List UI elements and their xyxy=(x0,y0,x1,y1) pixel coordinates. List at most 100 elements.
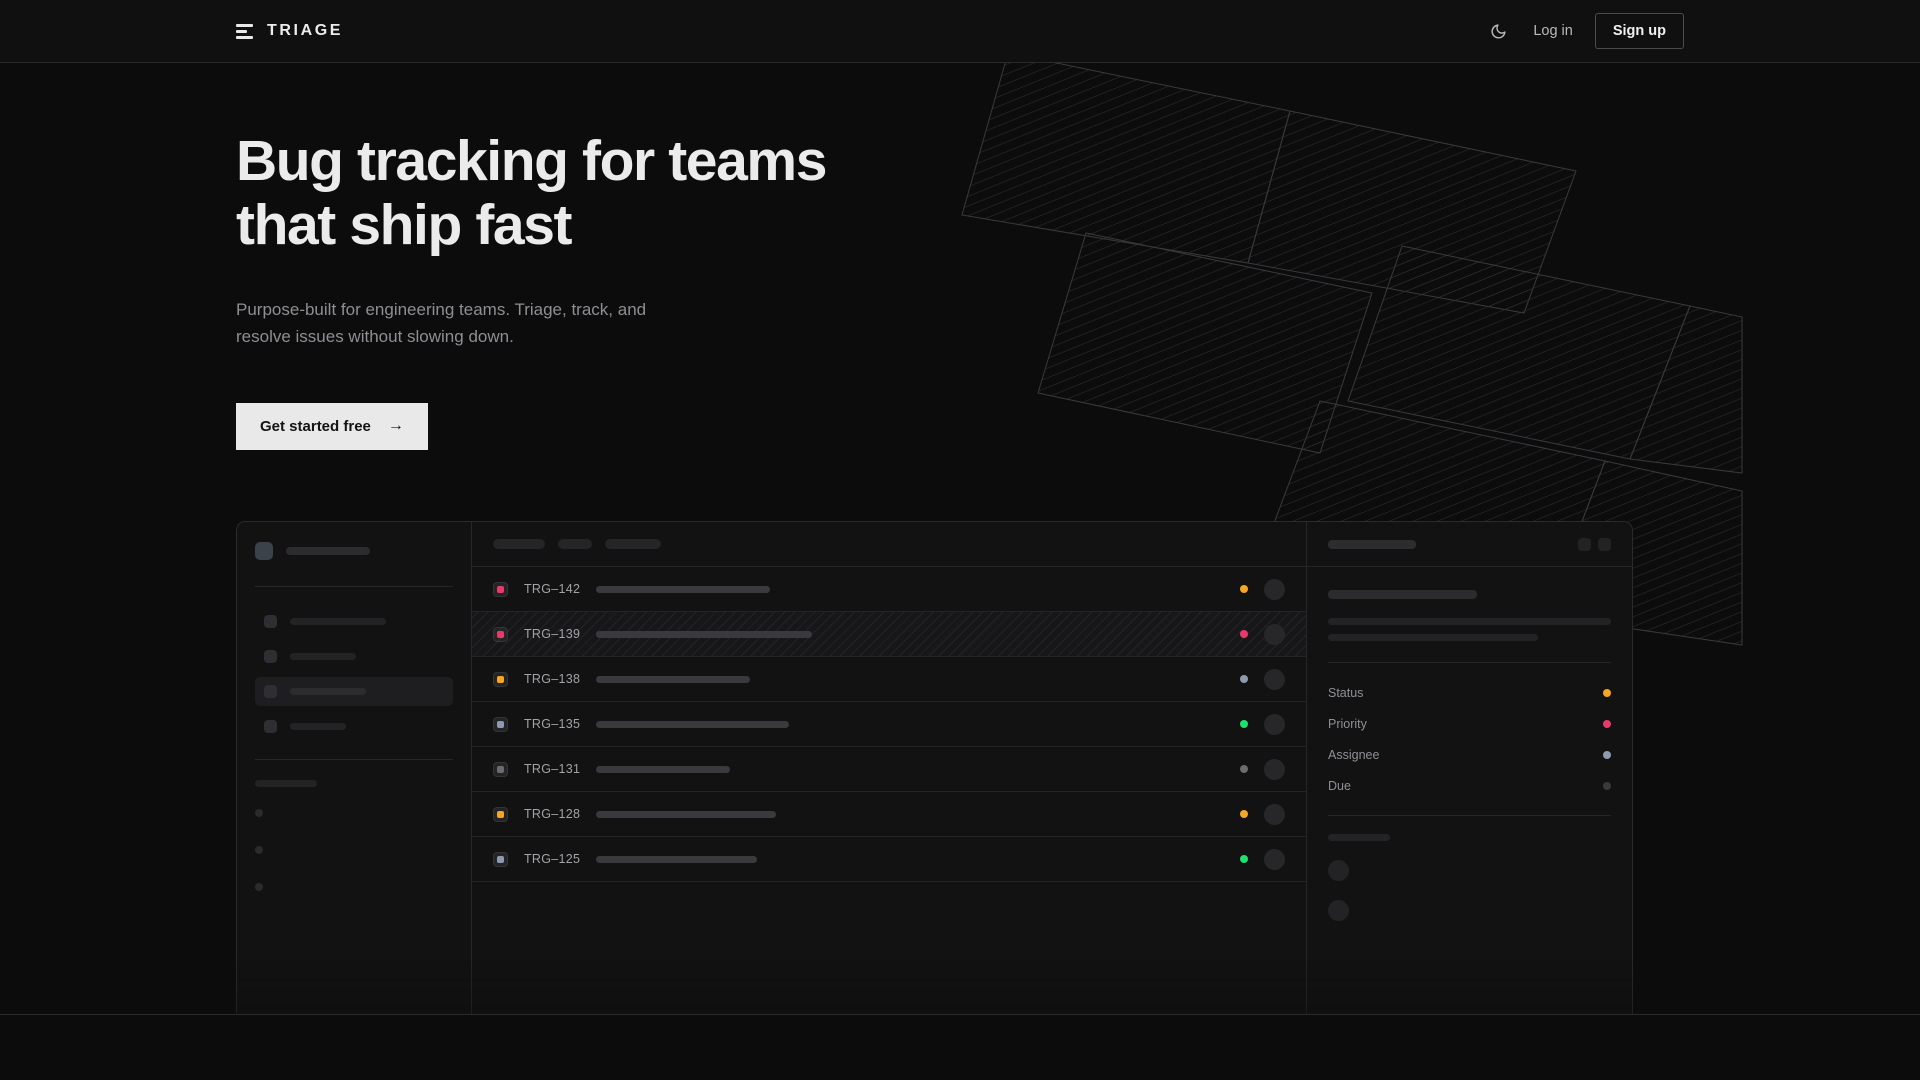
sidebar-nav xyxy=(255,607,453,741)
nav-item-icon xyxy=(264,615,277,628)
assignee-avatar[interactable] xyxy=(1264,848,1285,870)
divider xyxy=(1328,662,1611,663)
filter-chip[interactable] xyxy=(558,539,592,549)
get-started-button[interactable]: Get started free → xyxy=(236,402,428,450)
sidebar-nav-item-1[interactable] xyxy=(255,642,453,671)
assignee-avatar[interactable] xyxy=(1264,578,1285,600)
priority-badge-icon xyxy=(493,626,508,642)
assignee-avatar[interactable] xyxy=(1264,803,1285,825)
login-link[interactable]: Log in xyxy=(1533,23,1573,39)
activity-list xyxy=(1328,860,1611,921)
sidebar-project-dot[interactable] xyxy=(255,809,263,817)
cta-label: Get started free xyxy=(260,417,371,435)
workspace-switcher[interactable] xyxy=(255,542,453,560)
issue-row[interactable]: TRG–138 xyxy=(472,657,1306,702)
detail-action-button[interactable] xyxy=(1598,537,1611,551)
meta-value-dot xyxy=(1603,719,1611,728)
nav-item-label-placeholder xyxy=(290,723,346,730)
divider xyxy=(255,586,453,587)
stacked-bars-icon xyxy=(236,23,253,39)
brand-name: TRIAGE xyxy=(267,22,344,39)
issue-title-placeholder xyxy=(596,675,751,683)
sidebar-project-dot[interactable] xyxy=(255,883,263,891)
detail-title-placeholder xyxy=(1328,590,1477,599)
divider xyxy=(1328,815,1611,816)
issue-row[interactable]: TRG–142 xyxy=(472,567,1306,612)
issue-title-placeholder xyxy=(596,855,758,863)
nav-item-label-placeholder xyxy=(290,618,386,625)
activity-avatar xyxy=(1328,900,1349,921)
meta-label: Status xyxy=(1328,685,1364,700)
issue-title-placeholder xyxy=(596,720,790,728)
issue-row[interactable]: TRG–139 xyxy=(472,612,1306,657)
detail-desc-line xyxy=(1328,618,1611,625)
signup-button[interactable]: Sign up xyxy=(1594,13,1684,49)
list-toolbar xyxy=(472,522,1306,567)
nav-item-icon xyxy=(264,650,277,663)
detail-meta-row[interactable]: Assignee xyxy=(1328,739,1611,770)
mockup-sidebar xyxy=(237,522,472,1014)
nav-item-icon xyxy=(264,685,277,698)
meta-label: Priority xyxy=(1328,716,1367,731)
status-dot xyxy=(1240,675,1248,683)
status-dot xyxy=(1240,585,1248,593)
priority-badge-icon xyxy=(493,581,508,597)
priority-badge-icon xyxy=(493,851,508,867)
priority-badge-icon xyxy=(493,761,508,777)
section-divider xyxy=(0,1014,1920,1015)
arrow-right-icon: → xyxy=(387,417,404,435)
moon-icon[interactable] xyxy=(1485,18,1511,44)
brand-logo[interactable]: TRIAGE xyxy=(236,22,343,40)
issue-id: TRG–139 xyxy=(524,627,581,641)
issue-title-placeholder xyxy=(596,810,777,818)
workspace-name-placeholder xyxy=(286,547,370,555)
hero-section: Bug tracking for teams that ship fast Pu… xyxy=(0,63,1920,1014)
sidebar-project-dots xyxy=(255,809,453,891)
header-actions: Log in Sign up xyxy=(1485,13,1684,49)
sidebar-nav-item-2[interactable] xyxy=(255,677,453,706)
detail-header-title-placeholder xyxy=(1328,539,1416,549)
filter-chip[interactable] xyxy=(493,539,545,549)
detail-meta-row[interactable]: Status xyxy=(1328,677,1611,708)
issue-id: TRG–125 xyxy=(524,852,581,866)
sidebar-nav-item-3[interactable] xyxy=(255,712,453,741)
meta-label: Assignee xyxy=(1328,747,1380,762)
issue-id: TRG–128 xyxy=(524,807,581,821)
status-dot xyxy=(1240,765,1248,773)
status-dot xyxy=(1240,630,1248,638)
issue-id: TRG–131 xyxy=(524,762,581,776)
sidebar-nav-item-0[interactable] xyxy=(255,607,453,636)
issue-id: TRG–138 xyxy=(524,672,581,686)
status-dot xyxy=(1240,810,1248,818)
divider xyxy=(255,759,453,760)
assignee-avatar[interactable] xyxy=(1264,713,1285,735)
status-dot xyxy=(1240,855,1248,863)
detail-meta-row[interactable]: Priority xyxy=(1328,708,1611,739)
issue-title-placeholder xyxy=(596,585,771,593)
issue-row[interactable]: TRG–125 xyxy=(472,837,1306,882)
issue-row[interactable]: TRG–135 xyxy=(472,702,1306,747)
priority-badge-icon xyxy=(493,671,508,687)
issue-title-placeholder xyxy=(596,765,731,773)
assignee-avatar[interactable] xyxy=(1264,668,1285,690)
detail-meta-row[interactable]: Due xyxy=(1328,770,1611,801)
filter-chip[interactable] xyxy=(605,539,661,549)
page-title: Bug tracking for teams that ship fast xyxy=(236,129,827,258)
activity-section-label xyxy=(1328,834,1390,841)
assignee-avatar[interactable] xyxy=(1264,623,1285,645)
status-dot xyxy=(1240,720,1248,728)
issue-row[interactable]: TRG–128 xyxy=(472,792,1306,837)
nav-item-label-placeholder xyxy=(290,688,366,695)
meta-value-dot xyxy=(1603,781,1611,790)
sidebar-project-dot[interactable] xyxy=(255,846,263,854)
issue-row[interactable]: TRG–131 xyxy=(472,747,1306,792)
detail-action-button[interactable] xyxy=(1578,537,1591,551)
assignee-avatar[interactable] xyxy=(1264,758,1285,780)
nav-item-label-placeholder xyxy=(290,653,356,660)
sidebar-section-label xyxy=(255,780,317,787)
